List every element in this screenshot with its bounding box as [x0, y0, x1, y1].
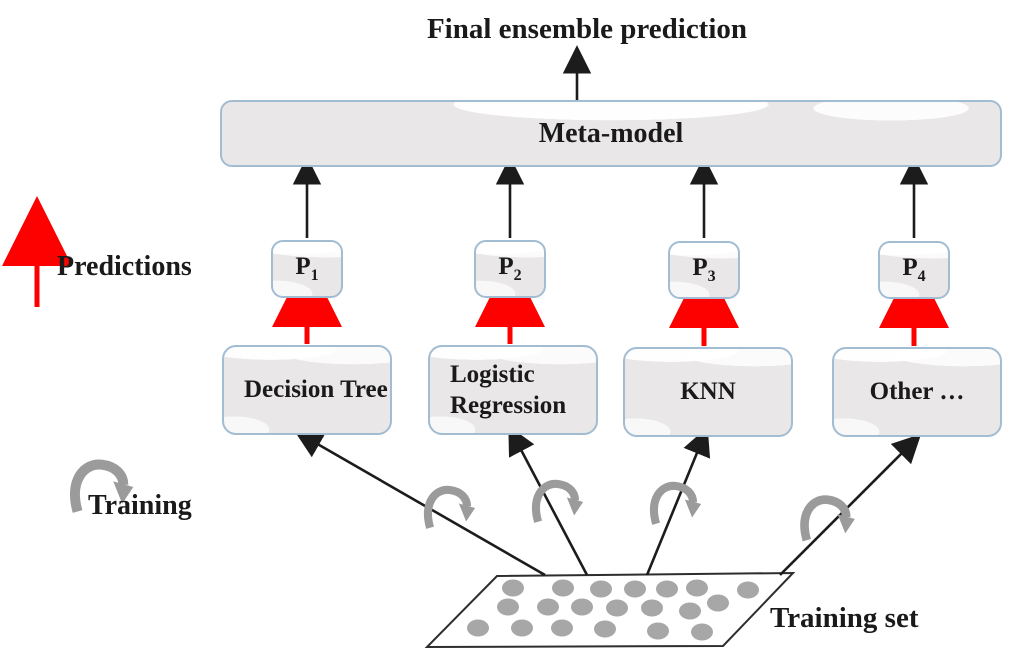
base-model-box-other: Other …: [832, 347, 1002, 437]
knn-label: KNN: [680, 378, 736, 406]
p3-label: P3: [692, 254, 716, 285]
training-data-point: [594, 620, 616, 638]
training-data-point: [571, 598, 593, 616]
predictions-legend-label: Predictions: [57, 251, 192, 282]
training-data-point: [606, 599, 628, 617]
training-legend-label: Training: [88, 490, 192, 521]
p1-label: P1: [295, 253, 319, 284]
training-loop-icon-4: [805, 500, 855, 541]
decision-tree-label: Decision Tree: [244, 376, 388, 404]
training-data-point: [511, 619, 533, 637]
prediction-box-p1: P1: [271, 240, 343, 298]
training-data-point: [502, 579, 524, 597]
training-data-point: [679, 602, 701, 620]
training-data-point: [686, 579, 708, 597]
meta-model-label: Meta-model: [538, 117, 684, 149]
training-data-point: [624, 580, 646, 598]
prediction-box-p4: P4: [878, 241, 950, 299]
trainingset-to-logistic-regression-arrow: [508, 425, 589, 576]
training-data-point: [551, 619, 573, 637]
prediction-box-p2: P2: [474, 240, 546, 298]
training-loop-icon-2: [536, 484, 583, 522]
training-data-point: [647, 622, 669, 640]
training-data-point: [537, 598, 559, 616]
prediction-box-p3: P3: [668, 241, 740, 299]
meta-model-box: Meta-model: [220, 100, 1002, 167]
p2-label: P2: [498, 253, 522, 284]
base-model-box-logistic-regression: Logistic Regression: [428, 345, 598, 435]
training-data-point: [656, 580, 678, 598]
training-data-point: [641, 599, 663, 617]
other-model-label: Other …: [869, 378, 965, 406]
training-data-point: [707, 594, 729, 612]
training-data-point: [590, 580, 612, 598]
base-model-box-decision-tree: Decision Tree: [222, 345, 392, 435]
training-set-label: Training set: [770, 602, 919, 634]
training-data-point: [467, 619, 489, 637]
trainingset-to-knn-arrow: [645, 426, 711, 576]
p4-label: P4: [902, 254, 926, 285]
training-data-point: [497, 598, 519, 616]
base-model-box-knn: KNN: [623, 347, 793, 437]
page-title: Final ensemble prediction: [426, 13, 748, 45]
training-data-point: [552, 579, 574, 597]
training-data-point: [691, 623, 713, 641]
logistic-regression-label: Logistic Regression: [450, 360, 567, 419]
training-set-dots: [467, 579, 759, 641]
training-loop-icon-3: [654, 486, 701, 524]
training-data-point: [737, 581, 759, 599]
